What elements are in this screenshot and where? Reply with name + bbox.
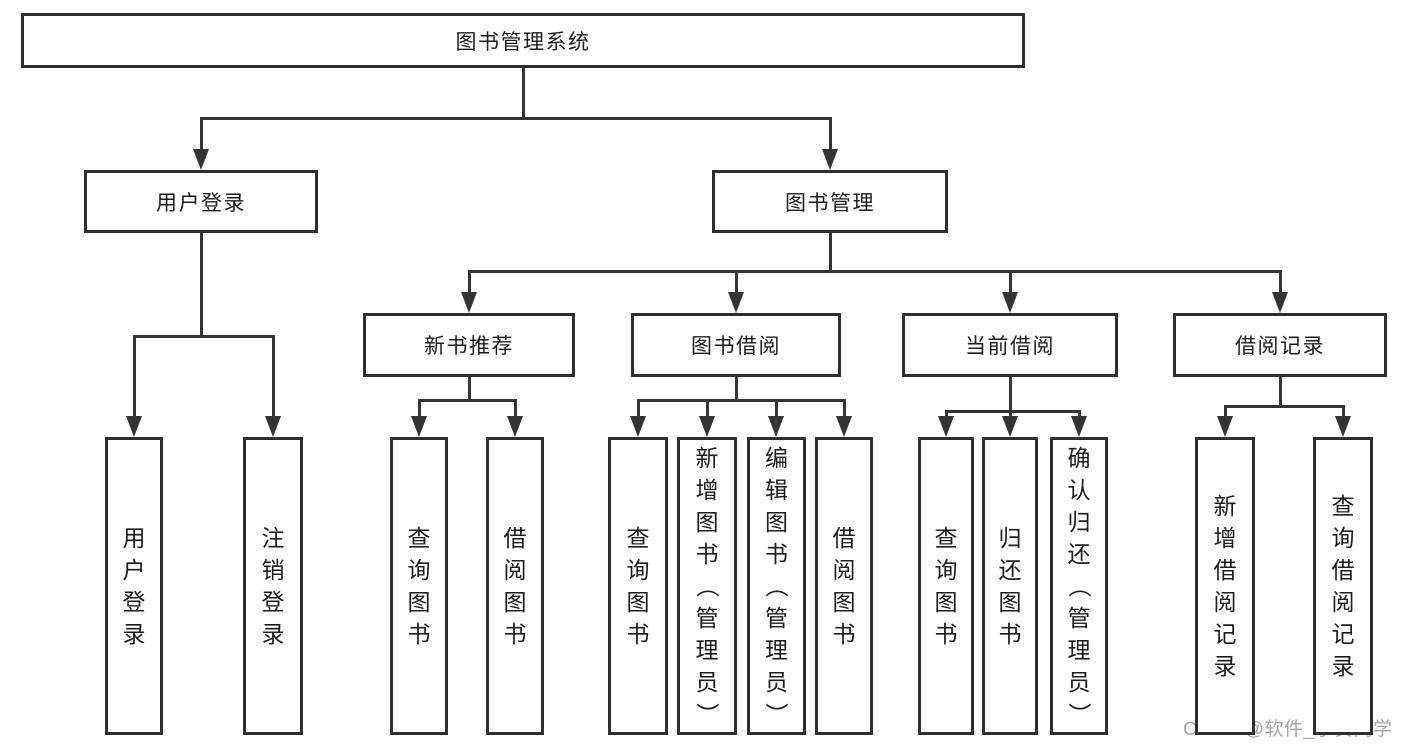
arrowhead-down-icon [1217,416,1233,437]
root-system-node: 图书管理系统 [21,13,1025,68]
leaf-query-books-1-node: 查询图书 [390,437,448,735]
arrowhead-down-icon [938,416,954,437]
leaf-edit-books-node: 编辑图书（管理员） [747,437,806,735]
book-management-to-level3-line [468,270,471,293]
user-login-to-leaves-line [133,335,136,416]
root-to-level2-line [522,68,525,120]
leaf-user-login-label: 用户登录 [122,525,146,647]
new-book-recommend-to-leaves-line [468,377,471,400]
book-borrowing-to-leaves-line [637,399,640,417]
book-borrowing-to-leaves-line [637,399,845,402]
leaf-add-books-node: 新增图书（管理员） [677,437,737,735]
book-management-to-level3-line [1279,270,1282,293]
new-book-recommend-to-leaves-line [514,399,517,417]
leaf-logout-label: 注销登录 [261,525,285,647]
leaf-borrow-books-1-label: 借阅图书 [503,525,527,647]
borrowing-records-to-leaves-line [1224,405,1227,418]
leaf-borrow-books-2-node: 借阅图书 [815,437,873,735]
leaf-query-books-2-node: 查询图书 [608,437,668,735]
new-book-recommend-node: 新书推荐 [363,313,575,377]
leaf-add-books-label: 新增图书（管理员） [694,445,720,726]
book-management-to-level3-line [468,270,1282,273]
book-management-to-level3-line [829,233,832,271]
leaf-query-books-3-label: 查询图书 [934,525,958,647]
arrowhead-down-icon [1272,292,1288,313]
arrowhead-down-icon [1071,416,1087,437]
borrowing-records-node: 借阅记录 [1173,313,1387,377]
user-login-to-leaves-line [133,335,274,338]
arrowhead-down-icon [836,416,852,437]
root-to-level2-line [200,117,203,150]
leaf-query-books-2-label: 查询图书 [626,525,650,647]
borrowing-records-label: 借阅记录 [1235,335,1325,358]
new-book-recommend-to-leaves-line [418,399,421,417]
book-management-to-level3-line [735,270,738,293]
arrowhead-down-icon [1002,292,1018,313]
leaf-query-borrow-rec-label: 查询借阅记录 [1331,493,1355,679]
arrowhead-down-icon [1002,416,1018,437]
arrowhead-down-icon [822,149,838,170]
leaf-query-books-1-label: 查询图书 [407,525,431,647]
borrowing-records-to-leaves-line [1279,377,1282,406]
new-book-recommend-label: 新书推荐 [424,335,514,358]
borrowing-records-to-leaves-line [1224,405,1344,408]
leaf-return-books-label: 归还图书 [998,525,1022,647]
user-login-label: 用户登录 [156,191,246,215]
arrowhead-down-icon [1335,416,1351,437]
leaf-return-books-node: 归还图书 [982,437,1038,735]
leaf-borrow-books-1-node: 借阅图书 [486,437,544,735]
current-borrowing-label: 当前借阅 [965,335,1055,358]
book-borrowing-node: 图书借阅 [631,313,841,377]
arrowhead-down-icon [728,292,744,313]
leaf-query-borrow-rec-node: 查询借阅记录 [1313,437,1373,735]
arrowhead-down-icon [461,292,477,313]
current-borrowing-node: 当前借阅 [902,313,1118,377]
user-login-to-leaves-line [200,233,203,336]
user-login-node: 用户登录 [84,170,318,233]
borrowing-records-to-leaves-line [1342,405,1345,418]
arrowhead-down-icon [126,416,142,437]
book-borrowing-to-leaves-line [706,399,709,417]
arrowhead-down-icon [699,416,715,437]
current-borrowing-to-leaves-line [945,410,1080,413]
leaf-edit-books-label: 编辑图书（管理员） [763,445,790,726]
root-to-level2-line [200,117,831,120]
leaf-add-borrow-rec-label: 新增借阅记录 [1213,493,1237,679]
arrowhead-down-icon [411,416,427,437]
leaf-user-login-node: 用户登录 [105,437,163,735]
arrowhead-down-icon [193,149,209,170]
current-borrowing-to-leaves-line [1009,410,1012,418]
book-borrowing-to-leaves-line [735,377,738,400]
book-management-label: 图书管理 [785,191,875,215]
leaf-query-books-3-node: 查询图书 [918,437,974,735]
book-management-node: 图书管理 [712,170,948,233]
arrowhead-down-icon [768,416,784,437]
leaf-add-borrow-rec-node: 新增借阅记录 [1195,437,1255,735]
arrowhead-down-icon [630,416,646,437]
book-management-to-level3-line [1009,270,1012,293]
current-borrowing-to-leaves-line [945,410,948,418]
root-to-level2-line [829,117,832,150]
leaf-confirm-return-label: 确认归还（管理员） [1066,445,1092,726]
arrowhead-down-icon [265,416,281,437]
user-login-to-leaves-line [272,335,275,416]
arrowhead-down-icon [507,416,523,437]
book-borrowing-label: 图书借阅 [691,335,781,358]
current-borrowing-to-leaves-line [1078,410,1081,418]
leaf-confirm-return-node: 确认归还（管理员） [1050,437,1108,735]
new-book-recommend-to-leaves-line [418,399,516,402]
book-borrowing-to-leaves-line [775,399,778,417]
leaf-borrow-books-2-label: 借阅图书 [832,525,856,647]
root-system-label: 图书管理系统 [455,30,591,54]
book-borrowing-to-leaves-line [843,399,846,417]
leaf-logout-node: 注销登录 [243,437,303,735]
current-borrowing-to-leaves-line [1009,377,1012,411]
